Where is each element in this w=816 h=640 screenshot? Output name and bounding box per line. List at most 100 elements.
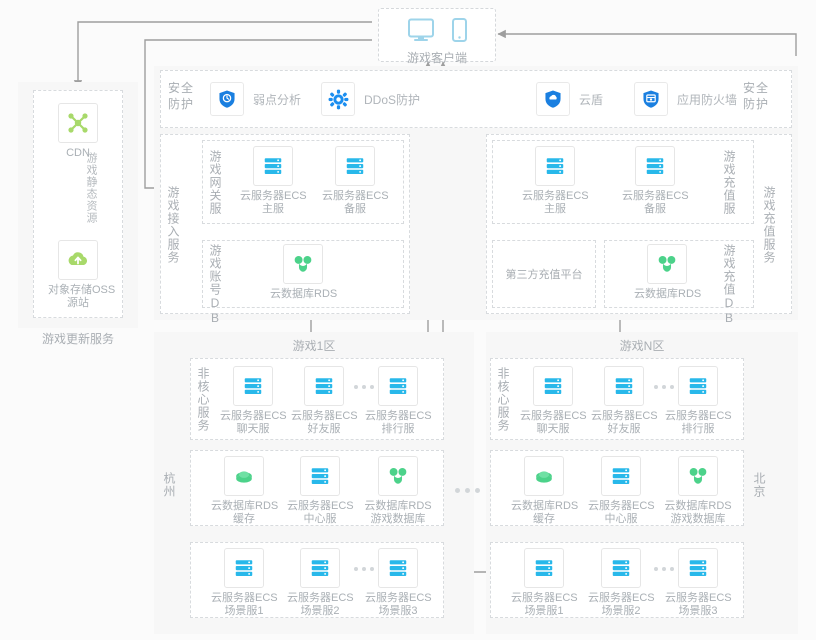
security-item-ddos[interactable]: DDoS防护 <box>321 82 420 116</box>
zone-n-noncore-label: 非核心服务 <box>496 366 510 432</box>
zone-1-ecs-chat[interactable]: 云服务器ECS 聊天服 <box>220 366 287 436</box>
ecs-icon <box>612 560 630 576</box>
rds-cache-iconbox <box>224 456 264 496</box>
zone-1-scene-ellipsis <box>354 567 374 571</box>
recharge-ecs-standby-label-1: 云服务器ECS <box>622 190 689 202</box>
ecs-icon <box>311 468 329 484</box>
zone-1-rds-gamedb[interactable]: 云数据库RDS 游戏数据库 <box>362 456 434 526</box>
rds-icon <box>294 256 312 272</box>
ecs-icon <box>646 158 664 174</box>
ecs-iconbox <box>233 366 273 406</box>
ecs-icon <box>311 560 329 576</box>
zone-1-rds-cache-label-2: 缓存 <box>233 513 255 525</box>
rds-cache-icon <box>536 471 552 483</box>
recharge-service-label: 游戏充值服务 <box>762 186 776 264</box>
zone-1-ecs-center-label-2: 中心服 <box>303 513 337 525</box>
recharge-db-rds-label: 云数据库RDS <box>634 288 702 300</box>
gateway-label: 游戏网关服 <box>208 149 222 215</box>
zone-n-ecs-center-label-1: 云服务器ECS <box>588 500 655 512</box>
security-item-vuln-scan-label: 弱点分析 <box>253 92 302 107</box>
cdn-node[interactable]: CDN <box>48 103 108 160</box>
ddos-gear-iconbox <box>321 82 355 116</box>
ecs-icon <box>546 158 564 174</box>
ecs-iconbox <box>378 366 418 406</box>
zone-1-ecs-friend-label-2: 好友服 <box>307 423 341 435</box>
recharge-ecs-primary[interactable]: 云服务器ECS 主服 <box>522 146 589 216</box>
zone-n-ecs-scene-2[interactable]: 云服务器ECS 场景服2 <box>588 548 655 618</box>
zone-1-title: 游戏1区 <box>292 339 336 353</box>
zone-1-region-label: 杭州 <box>162 472 176 498</box>
ecs-icon <box>689 378 707 394</box>
oss-label-1: 对象存储OSS <box>48 284 116 296</box>
zone-n-region-label: 北京 <box>752 472 766 498</box>
recharge-db-subgroup <box>604 240 754 308</box>
ecs-icon <box>346 158 364 174</box>
security-right-label: 安全防护 <box>742 81 769 111</box>
zone-1-rds-gamedb-label-2: 游戏数据库 <box>370 513 426 525</box>
security-item-vuln-scan[interactable]: 弱点分析 <box>210 82 301 116</box>
zone-n-ecs-scene-1-label-2: 场景服1 <box>524 605 564 617</box>
access-service-label: 游戏接入服务 <box>166 186 180 264</box>
recharge-db-label: 游戏充值DB <box>722 244 736 326</box>
ddos-gear-icon <box>328 89 348 109</box>
zones-ellipsis <box>455 488 480 493</box>
zone-n-ecs-chat[interactable]: 云服务器ECS 聊天服 <box>520 366 587 436</box>
cdn-iconbox <box>58 103 98 143</box>
zone-n-ecs-rank-label-1: 云服务器ECS <box>665 410 732 422</box>
zone-n-rds-gamedb[interactable]: 云数据库RDS 游戏数据库 <box>662 456 734 526</box>
recharge-ecs-primary-label-2: 主服 <box>544 203 566 215</box>
phone-icon <box>451 18 467 47</box>
rds-icon <box>658 256 676 272</box>
zone-n-ecs-friend[interactable]: 云服务器ECS 好友服 <box>591 366 658 436</box>
security-item-cloud-shield[interactable]: 云盾 <box>536 82 603 116</box>
ecs-iconbox <box>524 548 564 588</box>
zone-n-ecs-center[interactable]: 云服务器ECS 中心服 <box>588 456 655 526</box>
ecs-iconbox <box>678 548 718 588</box>
oss-node[interactable]: 对象存储OSS 源站 <box>48 240 116 310</box>
recharge-ecs-standby[interactable]: 云服务器ECS 备服 <box>622 146 689 216</box>
zone-n-ecs-scene-3[interactable]: 云服务器ECS 场景服3 <box>665 548 732 618</box>
security-item-ddos-label: DDoS防护 <box>364 92 421 107</box>
game-client-box[interactable]: 游戏客户端 <box>378 8 496 65</box>
client-device-icons <box>379 9 495 47</box>
gateway-subgroup <box>202 140 404 224</box>
ecs-iconbox <box>601 456 641 496</box>
ecs-iconbox <box>604 366 644 406</box>
rds-iconbox <box>678 456 718 496</box>
zone-1-ecs-scene-2[interactable]: 云服务器ECS 场景服2 <box>287 548 354 618</box>
oss-label-2: 源站 <box>67 297 89 309</box>
zone-1-ecs-chat-label-2: 聊天服 <box>236 423 270 435</box>
security-item-waf[interactable]: 应用防火墙 <box>634 82 737 116</box>
ecs-iconbox <box>678 366 718 406</box>
zone-1-rds-cache[interactable]: 云数据库RDS 缓存 <box>211 456 278 526</box>
cdn-label: CDN <box>66 147 90 159</box>
ecs-iconbox <box>335 146 375 186</box>
rds-icon <box>389 468 407 484</box>
zone-1-ecs-center[interactable]: 云服务器ECS 中心服 <box>287 456 354 526</box>
third-party-platform-box[interactable]: 第三方充值平台 <box>492 240 596 308</box>
gateway-ecs-primary[interactable]: 云服务器ECS 主服 <box>240 146 307 216</box>
ecs-iconbox <box>224 548 264 588</box>
zone-n-ecs-scene-2-label-2: 场景服2 <box>601 605 641 617</box>
ecs-icon <box>389 560 407 576</box>
zone-1-ecs-friend[interactable]: 云服务器ECS 好友服 <box>291 366 358 436</box>
zone-1-ecs-rank[interactable]: 云服务器ECS 排行服 <box>365 366 432 436</box>
security-bar <box>160 70 792 128</box>
oss-icon <box>68 252 88 265</box>
zone-n-rds-cache-label-1: 云数据库RDS <box>511 500 579 512</box>
zone-1-noncore-ellipsis <box>354 385 374 389</box>
zone-1-ecs-scene-3[interactable]: 云服务器ECS 场景服3 <box>365 548 432 618</box>
ecs-icon <box>615 378 633 394</box>
zone-n-ecs-rank[interactable]: 云服务器ECS 排行服 <box>665 366 732 436</box>
zone-1-ecs-scene-1[interactable]: 云服务器ECS 场景服1 <box>211 548 278 618</box>
waf-shield-icon <box>643 90 659 108</box>
cloud-shield-iconbox <box>536 82 570 116</box>
zone-n-ecs-scene-1[interactable]: 云服务器ECS 场景服1 <box>511 548 578 618</box>
recharge-db-rds[interactable]: 云数据库RDS <box>634 244 702 301</box>
gateway-ecs-standby[interactable]: 云服务器ECS 备服 <box>322 146 389 216</box>
zone-n-rds-cache[interactable]: 云数据库RDS 缓存 <box>511 456 579 526</box>
ecs-iconbox <box>300 456 340 496</box>
ecs-icon <box>315 378 333 394</box>
account-db-rds[interactable]: 云数据库RDS <box>270 244 337 301</box>
zone-n-ecs-chat-label-2: 聊天服 <box>536 423 570 435</box>
